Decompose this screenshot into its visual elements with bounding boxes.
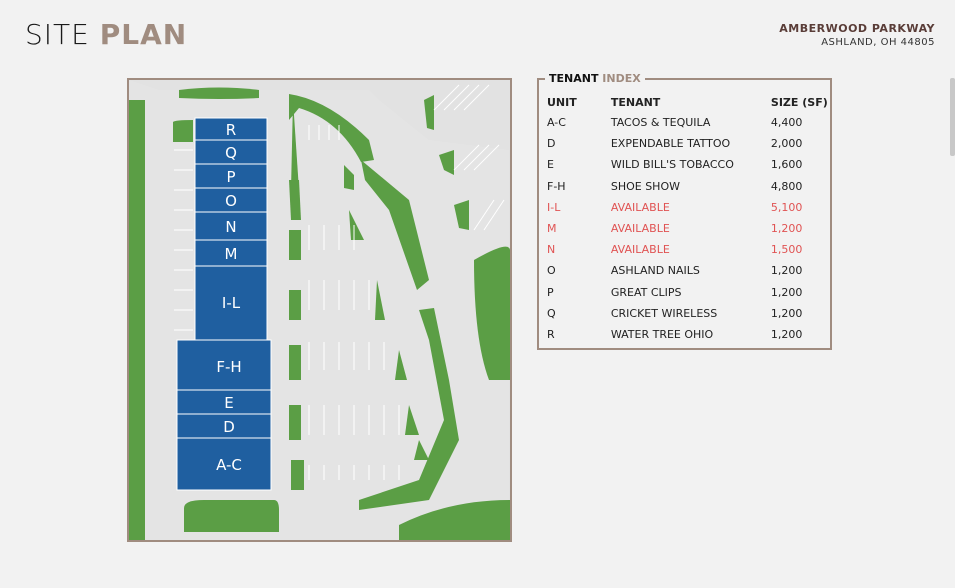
title-word-plan: PLAN	[99, 18, 188, 51]
scrollbar-thumb[interactable]	[950, 78, 955, 156]
cell-tenant: TACOS & TEQUILA	[610, 116, 711, 130]
unit-label: D	[223, 418, 235, 436]
cell-size: 1,200	[770, 306, 803, 320]
cell-unit: R	[547, 327, 555, 341]
cell-unit: O	[547, 264, 556, 278]
table-row: E WILD BILL'S TOBACCO 1,600	[547, 154, 830, 175]
table-row: A-C TACOS & TEQUILA 4,400	[547, 112, 830, 133]
page-title: SITE PLAN	[25, 18, 187, 51]
cell-unit: I-L	[547, 200, 561, 214]
unit-label: O	[225, 192, 237, 210]
cell-tenant: WILD BILL'S TOBACCO	[610, 158, 734, 172]
cell-size: 1,200	[770, 222, 803, 236]
cell-tenant: ASHLAND NAILS	[610, 264, 700, 278]
table-row: D EXPENDABLE TATTOO 2,000	[547, 133, 830, 154]
unit-m	[194, 239, 268, 267]
cell-tenant: WATER TREE OHIO	[610, 327, 714, 341]
table-header-row: UNIT TENANT SIZE (SF)	[547, 92, 830, 112]
tenant-index-title-word2: INDEX	[602, 72, 641, 85]
cell-size: 1,200	[770, 327, 803, 341]
title-word-site: SITE	[25, 18, 90, 51]
cell-tenant: AVAILABLE	[610, 200, 670, 214]
tenant-index-panel: TENANT INDEX UNIT TENANT SIZE (SF) A-C TA…	[537, 72, 832, 350]
cell-tenant: EXPENDABLE TATTOO	[610, 137, 731, 151]
cell-tenant: SHOE SHOW	[610, 179, 680, 193]
table-row: Q CRICKET WIRELESS 1,200	[547, 303, 830, 324]
column-header-tenant: TENANT	[610, 95, 661, 109]
cell-unit: E	[547, 158, 554, 172]
cell-size: 1,600	[770, 158, 803, 172]
table-row: F-H SHOE SHOW 4,800	[547, 176, 830, 197]
unit-o	[194, 187, 268, 213]
cell-unit: N	[547, 243, 556, 257]
cell-unit: P	[547, 285, 554, 299]
address-block: AMBERWOOD PARKWAY ASHLAND, OH 44805	[779, 22, 935, 48]
cell-tenant: AVAILABLE	[610, 222, 670, 236]
cell-unit: F-H	[547, 179, 566, 193]
cell-tenant: GREAT CLIPS	[610, 285, 682, 299]
cell-unit: M	[547, 222, 557, 236]
cell-tenant: AVAILABLE	[610, 243, 670, 257]
cell-unit: D	[547, 137, 556, 151]
cell-tenant: CRICKET WIRELESS	[610, 306, 718, 320]
unit-label: A-C	[216, 456, 242, 474]
site-plan-drawing: R Q P O N M I-L F-H E D A-C	[129, 80, 510, 540]
table-row: I-L AVAILABLE 5,100	[547, 197, 830, 218]
cell-unit: A-C	[547, 116, 566, 130]
site-plan-map: R Q P O N M I-L F-H E D A-C	[127, 78, 512, 542]
table-row: N AVAILABLE 1,500	[547, 239, 830, 260]
cell-size: 5,100	[770, 200, 803, 214]
unit-a-c	[176, 437, 272, 491]
cell-size: 2,000	[770, 137, 803, 151]
cell-size: 1,500	[770, 243, 803, 257]
unit-e	[176, 389, 272, 415]
cell-size: 1,200	[770, 285, 803, 299]
unit-d	[176, 413, 272, 439]
cell-size: 4,800	[770, 179, 803, 193]
table-row: R WATER TREE OHIO 1,200	[547, 324, 830, 345]
column-header-size: SIZE (SF)	[770, 95, 828, 109]
unit-label: N	[225, 218, 236, 236]
parking-stripes	[174, 84, 505, 480]
unit-label: R	[226, 121, 236, 139]
unit-label: M	[225, 245, 238, 263]
buildings	[176, 117, 272, 491]
street-address: AMBERWOOD PARKWAY	[779, 22, 935, 35]
column-header-unit: UNIT	[547, 95, 577, 109]
unit-f-h	[176, 339, 272, 391]
unit-labels: R Q P O N M I-L F-H E D A-C	[216, 121, 242, 474]
cell-unit: Q	[547, 306, 556, 320]
unit-label: E	[224, 394, 233, 412]
table-row: O ASHLAND NAILS 1,200	[547, 260, 830, 281]
unit-label: I-L	[222, 294, 241, 312]
landscaping	[129, 87, 510, 540]
unit-n	[194, 211, 268, 241]
tenant-index-title-word1: TENANT	[549, 72, 599, 85]
city-address: ASHLAND, OH 44805	[821, 37, 935, 48]
cell-size: 4,400	[770, 116, 803, 130]
unit-label: F-H	[216, 358, 241, 376]
cell-size: 1,200	[770, 264, 803, 278]
unit-p	[194, 163, 268, 189]
unit-label: P	[226, 168, 235, 186]
table-row: P GREAT CLIPS 1,200	[547, 282, 830, 303]
table-row: M AVAILABLE 1,200	[547, 218, 830, 239]
unit-i-l	[194, 265, 268, 341]
tenant-table: UNIT TENANT SIZE (SF) A-C TACOS & TEQUILA…	[547, 92, 830, 345]
unit-label: Q	[225, 144, 237, 162]
tenant-index-title: TENANT INDEX	[545, 72, 645, 85]
